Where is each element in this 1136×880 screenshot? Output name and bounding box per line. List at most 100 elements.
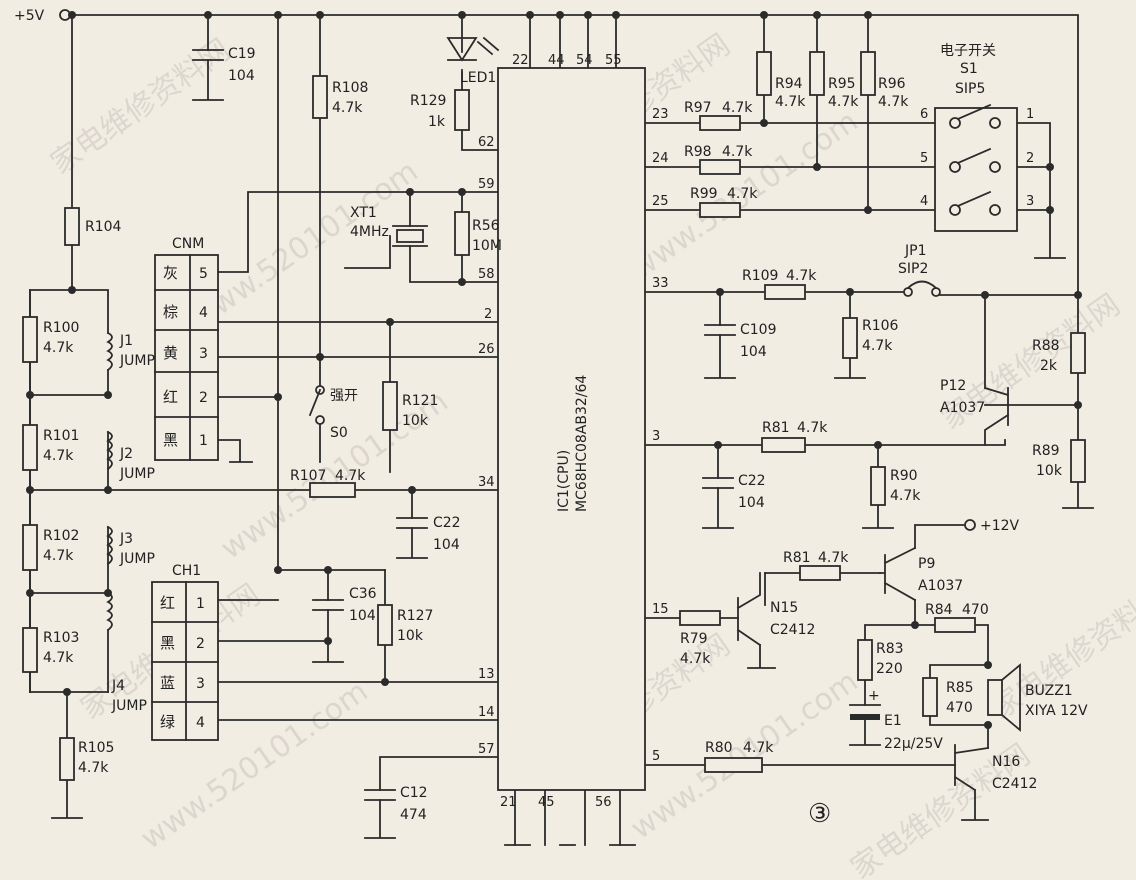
c12-plates	[364, 789, 396, 801]
r94-body	[756, 51, 772, 96]
r83-body	[857, 639, 873, 681]
cnm-grid	[154, 254, 219, 461]
e1-value: 22μ/25V	[884, 736, 943, 752]
r106-value: 4.7k	[862, 338, 893, 354]
jp1-ref: JP1	[904, 243, 926, 259]
j2-type: JUMP	[119, 466, 155, 482]
r96-ref: R96	[878, 76, 906, 92]
e1-plate-neg	[850, 714, 880, 720]
e1-plus: +	[868, 688, 880, 704]
j4-type: JUMP	[111, 698, 147, 714]
pin-13: 13	[478, 667, 495, 682]
r94-value: 4.7k	[775, 94, 806, 110]
r97-body	[699, 115, 741, 131]
r127-body	[377, 604, 393, 646]
r94-ref: R94	[775, 76, 803, 92]
p12-ref: P12	[940, 378, 966, 394]
r108-value: 4.7k	[332, 100, 363, 116]
r90-value: 4.7k	[890, 488, 921, 504]
led1-arrows	[476, 36, 500, 56]
r89-body	[1070, 439, 1086, 483]
r56-value: 10M	[472, 238, 502, 254]
c22b-plates	[702, 477, 734, 489]
r101-value: 4.7k	[43, 448, 74, 464]
c19-plates	[192, 49, 224, 61]
pin-15: 15	[652, 602, 669, 617]
ic1-part: MC68HC08AB32/64	[574, 375, 590, 512]
buzz1-ref: BUZZ1	[1025, 683, 1073, 699]
ch1-num: 4	[196, 715, 205, 731]
v12-terminal	[964, 519, 976, 531]
r85-body	[922, 677, 938, 717]
s0-label-cn: 强开	[330, 388, 358, 404]
buzz1-cone	[1000, 663, 1021, 732]
r81b-ref: R81	[783, 550, 811, 566]
cnm-title: CNM	[172, 236, 204, 252]
n15-ref: N15	[770, 600, 798, 616]
r83-value: 220	[876, 661, 903, 677]
s0-contact	[315, 415, 325, 425]
ch1-color: 红	[160, 594, 175, 612]
j4-ref: J4	[111, 678, 125, 694]
pin-24: 24	[652, 151, 669, 166]
cnm-num: 5	[199, 266, 208, 282]
pin-45: 45	[538, 795, 555, 810]
r129-value: 1k	[428, 114, 446, 130]
cnm-num: 4	[199, 305, 208, 321]
r88-value: 2k	[1040, 358, 1058, 374]
ch1-connector	[151, 581, 219, 741]
r127-ref: R127	[397, 608, 433, 624]
buzz1-value: XIYA 12V	[1025, 703, 1088, 719]
j1-ref: J1	[119, 333, 133, 349]
c12-ref: C12	[400, 785, 428, 801]
j3-type: JUMP	[119, 551, 155, 567]
r97-ref: R97	[684, 100, 712, 116]
r102-body	[22, 524, 38, 571]
pin-26: 26	[478, 342, 495, 357]
c22b-ref: C22	[738, 473, 766, 489]
j3-symbol	[106, 525, 113, 566]
watermark-url: www.520101.com	[185, 154, 425, 337]
r81b-body	[799, 565, 841, 581]
n16-transistor	[953, 744, 990, 792]
r108-body	[312, 75, 328, 119]
pin-5: 5	[652, 749, 660, 764]
r107-ref: R107	[290, 468, 326, 484]
r109-value: 4.7k	[786, 268, 817, 284]
c22a-value: 104	[433, 537, 460, 553]
r97-value: 4.7k	[722, 100, 753, 116]
s1-pin: 5	[920, 151, 928, 166]
p9-transistor	[879, 546, 917, 602]
pin-59: 59	[478, 177, 495, 192]
junction-dots	[26, 11, 1082, 729]
r90-body	[870, 466, 886, 506]
r84-ref: R84	[925, 602, 953, 618]
r101-ref: R101	[43, 428, 79, 444]
r107-value: 4.7k	[335, 468, 366, 484]
jp1-type: SIP2	[898, 261, 928, 277]
c22a-ref: C22	[433, 515, 461, 531]
r81a-body	[761, 437, 806, 453]
p12-value: A1037	[940, 400, 985, 416]
r100-value: 4.7k	[43, 340, 74, 356]
pin-34: 34	[478, 475, 495, 490]
s1-pin: 2	[1026, 151, 1034, 166]
r81a-ref: R81	[762, 420, 790, 436]
pin-44: 44	[548, 53, 565, 68]
vcc-label: +5V	[14, 8, 45, 24]
c36-plates	[312, 599, 344, 611]
r121-ref: R121	[402, 393, 438, 409]
c36-ref: C36	[349, 586, 377, 602]
r102-value: 4.7k	[43, 548, 74, 564]
r129-body	[454, 89, 470, 131]
s0-ref: S0	[330, 425, 348, 441]
c22b-value: 104	[738, 495, 765, 511]
c109-plates	[704, 324, 736, 336]
r103-value: 4.7k	[43, 650, 74, 666]
pin-33: 33	[652, 276, 669, 291]
j3-ref: J3	[119, 531, 133, 547]
labels: +5V +12V ③ IC1(CPU) MC68HC08AB32/64 22 4…	[14, 8, 1088, 829]
pin-54: 54	[576, 53, 593, 68]
r98-value: 4.7k	[722, 144, 753, 160]
